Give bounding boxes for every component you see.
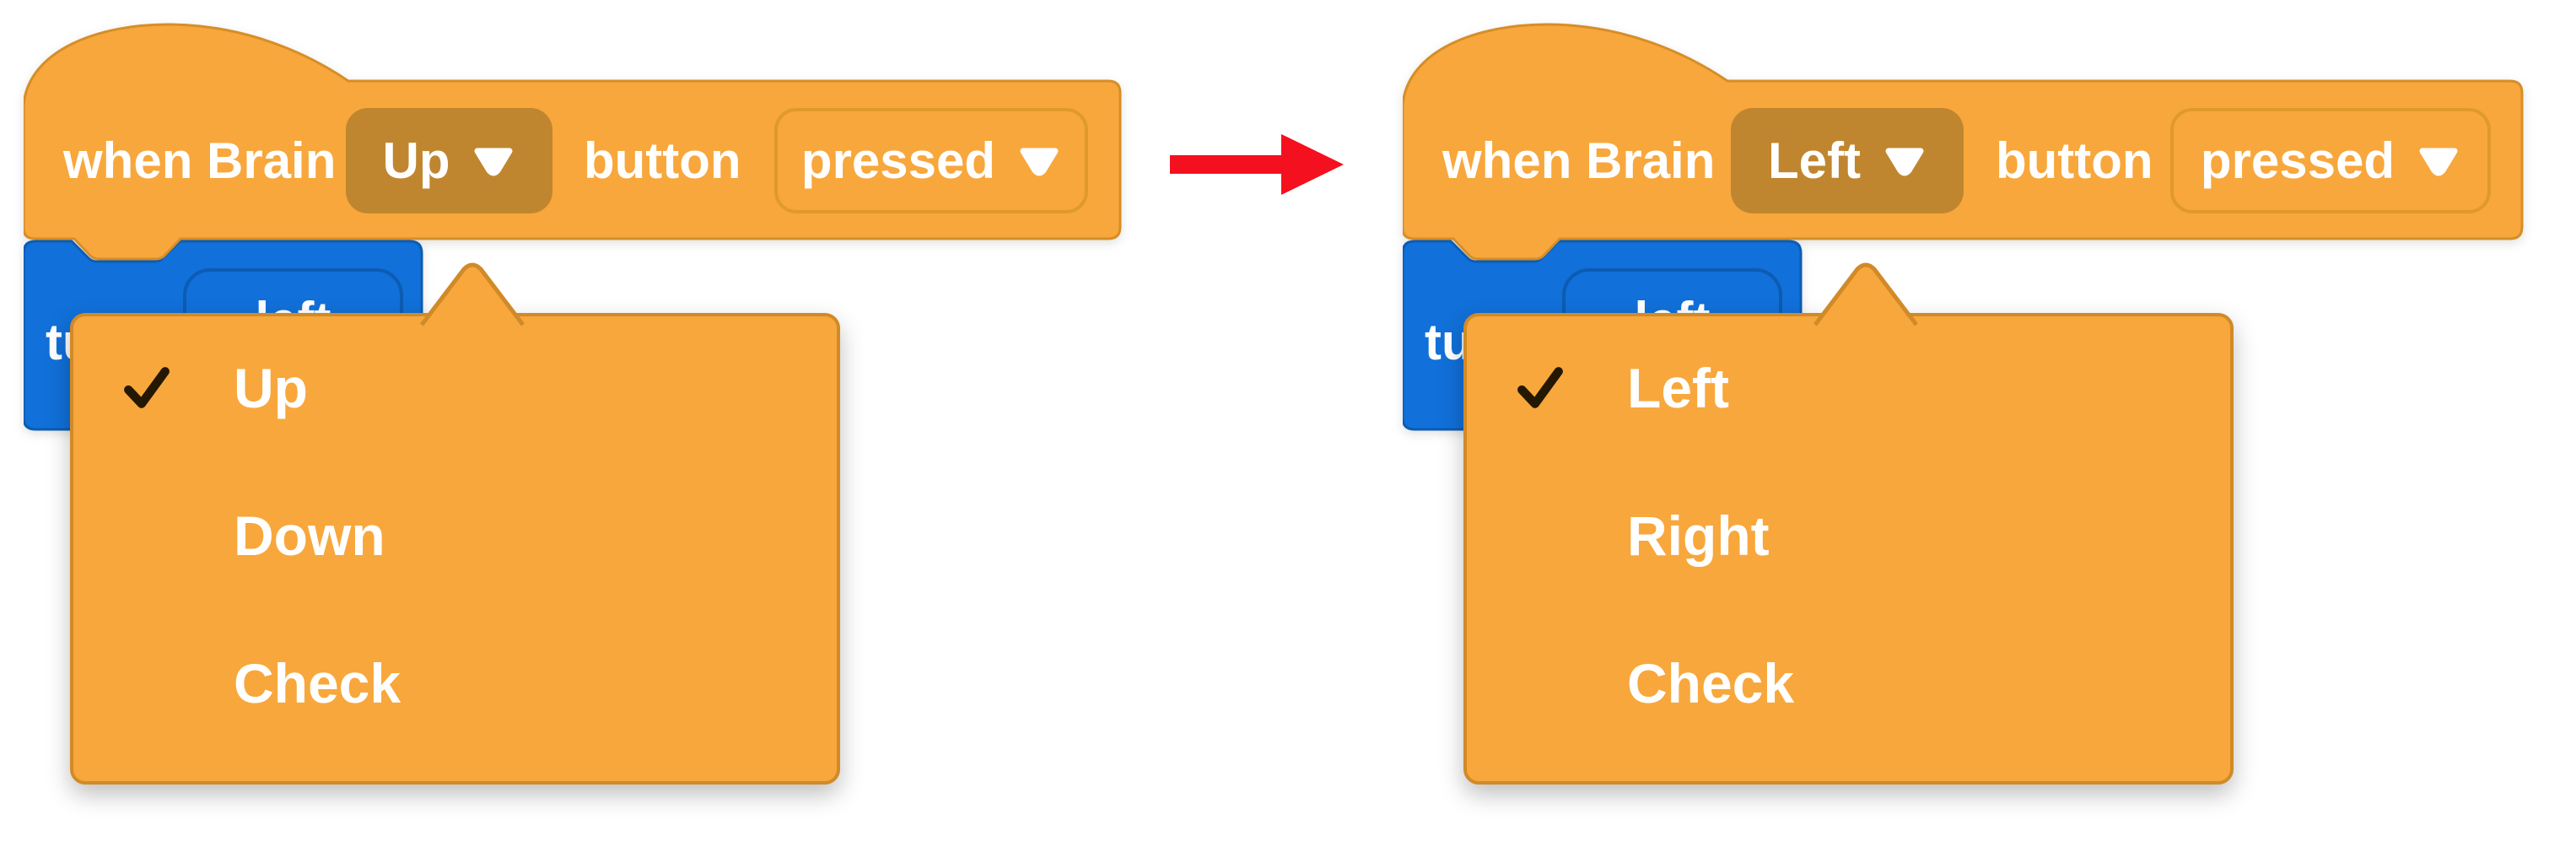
menu-caret [1813,262,1918,337]
menu-item[interactable]: Check [73,644,837,723]
check-icon [1516,511,1627,560]
check-icon [122,511,234,560]
hat-when-label: when Brain [1442,132,1716,189]
brain-button-dropdown[interactable]: Left [1731,108,1964,213]
hat-button-label: button [1996,132,2153,189]
button-state-dropdown[interactable]: pressed [2170,108,2491,213]
brain-button-dropdown[interactable]: Up [346,108,552,213]
brain-button-dropdown-menu: Left Right Check [1463,262,2234,785]
menu-item[interactable]: Up [73,348,837,428]
check-icon [1516,364,1627,413]
check-icon [122,364,234,413]
dropdown-arrow-icon [2419,148,2458,175]
brain-button-value: Up [382,132,450,189]
script-state-before: turn left when Brain Up button pressed U… [24,0,1179,852]
menu-item-label: Down [234,504,385,567]
menu-item[interactable]: Right [1467,496,2230,575]
button-state-dropdown[interactable]: pressed [774,108,1088,213]
dropdown-arrow-icon [474,148,513,175]
menu-item-label: Left [1627,357,1729,419]
hat-button-label: button [584,132,741,189]
button-state-value: pressed [2200,132,2395,189]
menu-item[interactable]: Check [1467,644,2230,723]
menu-caret [420,262,525,337]
when-brain-button-hat-shape[interactable] [24,23,1122,261]
menu-item-label: Right [1627,504,1770,567]
menu-item-label: Check [234,652,401,714]
check-icon [122,659,234,708]
hat-when-label: when Brain [63,132,337,189]
dropdown-arrow-icon [1020,148,1059,175]
menu-item[interactable]: Down [73,496,837,575]
transition-arrow-icon [1170,134,1344,195]
menu-item-label: Check [1627,652,1795,714]
menu-item[interactable]: Left [1467,348,2230,428]
menu-item-label: Up [234,357,308,419]
dropdown-arrow-icon [1885,148,1924,175]
script-state-after: turn left when Brain Left button pressed… [1403,0,2558,852]
brain-button-value: Left [1768,132,1861,189]
check-icon [1516,659,1627,708]
button-state-value: pressed [800,132,996,189]
brain-button-dropdown-menu: Up Down Check [70,262,840,785]
